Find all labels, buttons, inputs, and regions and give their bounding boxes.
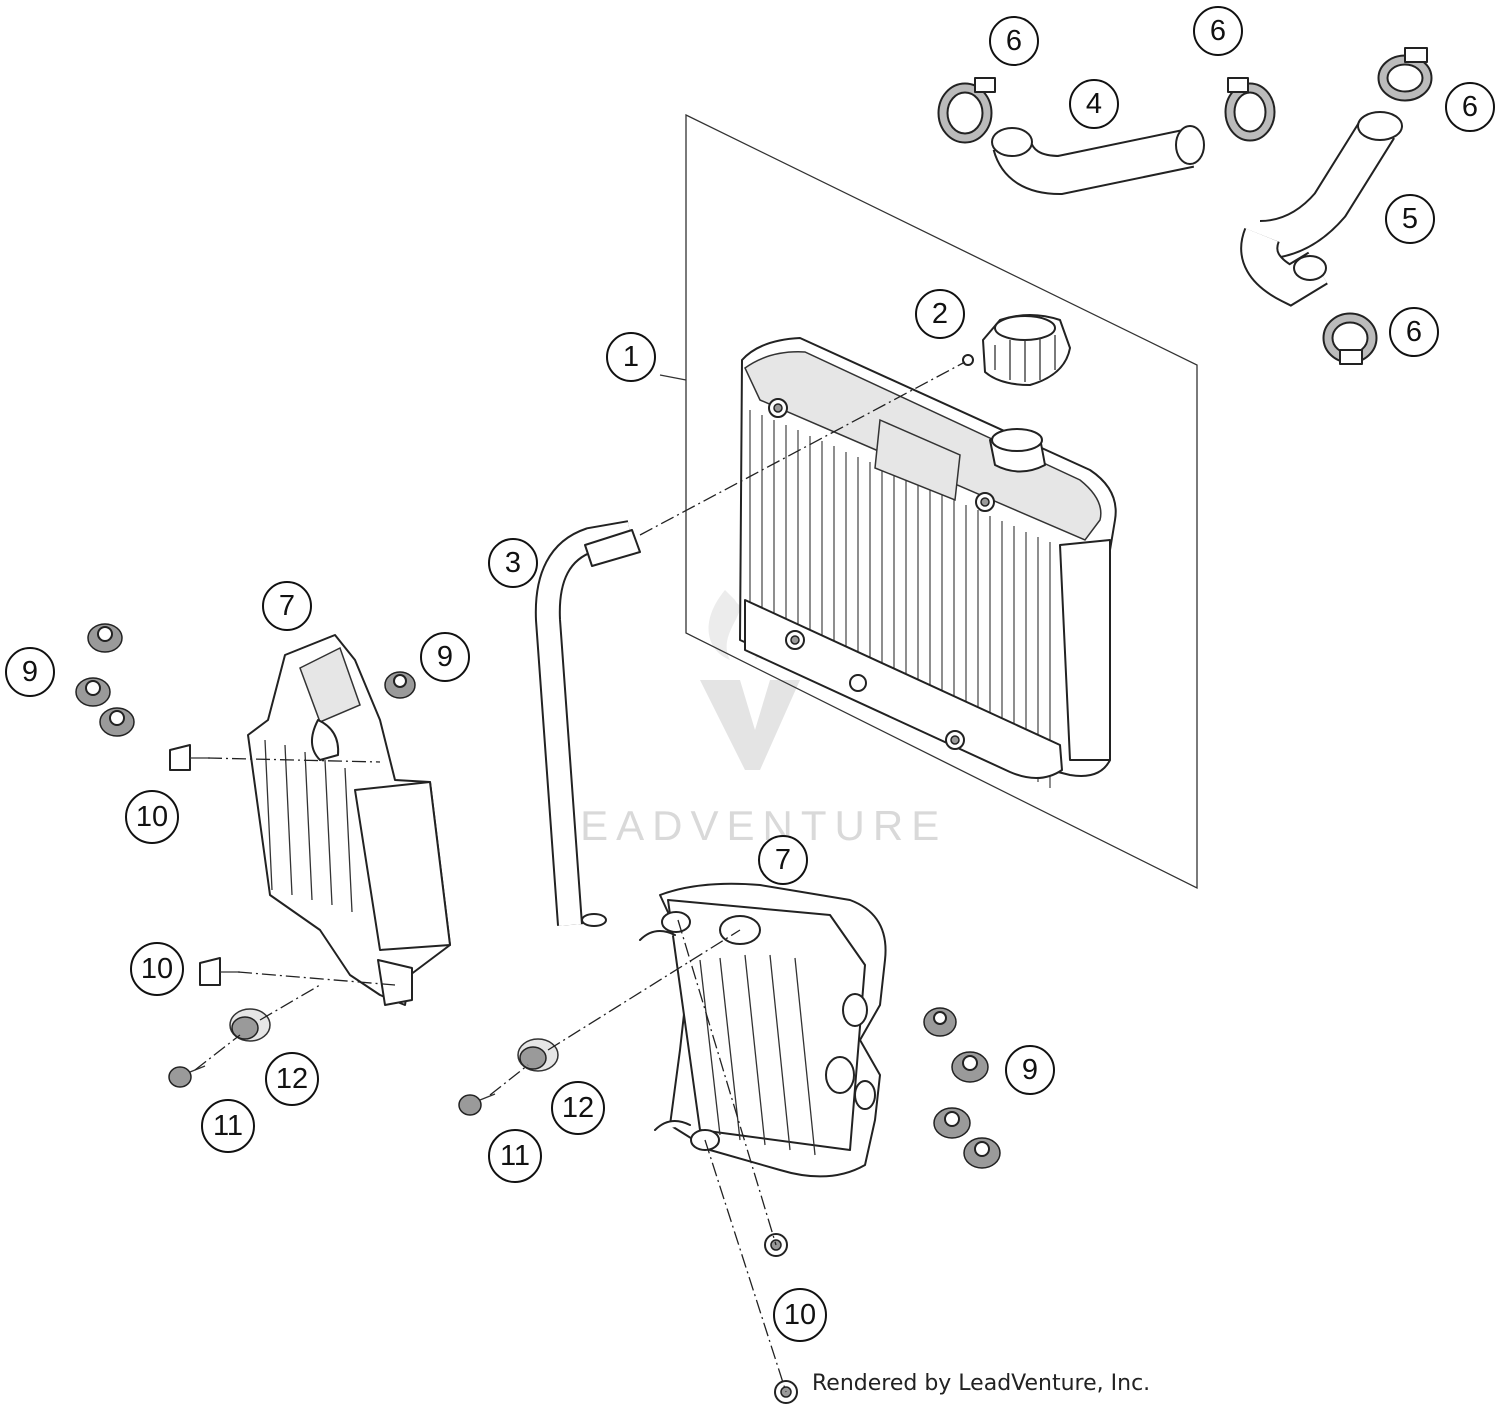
svg-text:11: 11: [500, 1140, 530, 1172]
hose-clamp: [1377, 47, 1433, 102]
radiator-guard-right: [639, 882, 887, 1178]
svg-text:10: 10: [784, 1299, 816, 1331]
callout-11: 11: [201, 1099, 255, 1153]
svg-text:12: 12: [562, 1092, 594, 1124]
callout-10: 10: [773, 1288, 827, 1342]
svg-text:9: 9: [437, 641, 453, 673]
overflow-hose: [534, 520, 641, 927]
hose-clamp: [1322, 312, 1378, 365]
screw: [169, 744, 210, 771]
hose-clamp: [937, 77, 996, 144]
radiator-guard-left: [247, 634, 451, 1006]
callout-10: 10: [125, 790, 179, 844]
coolant-hose-upper: [991, 125, 1205, 196]
svg-text:11: 11: [213, 1110, 243, 1142]
callout-10: 10: [130, 942, 184, 996]
grommet: [517, 1038, 559, 1072]
nut: [75, 677, 111, 707]
nut: [933, 1107, 971, 1139]
nut: [923, 1007, 957, 1037]
callout-9: 9: [1005, 1045, 1055, 1095]
callout-6: 6: [1389, 307, 1439, 357]
watermark: LEADVENTURE: [549, 590, 947, 849]
nut-group-right: [923, 1007, 1001, 1169]
grommet: [229, 1008, 271, 1042]
nut: [384, 671, 416, 699]
radiator-cap: [962, 314, 1071, 386]
callout-7: 7: [758, 835, 808, 885]
bolt: [458, 1093, 496, 1116]
svg-text:4: 4: [1086, 88, 1102, 120]
bolt: [168, 1065, 206, 1088]
callout-9: 9: [420, 632, 470, 682]
callout-5: 5: [1385, 194, 1435, 244]
radiator-kit-panel: [685, 113, 1198, 890]
callout-4: 4: [1069, 79, 1119, 129]
svg-text:12: 12: [276, 1063, 308, 1095]
svg-text:6: 6: [1462, 91, 1478, 123]
callout-6: 6: [1193, 6, 1243, 56]
screw: [199, 957, 240, 986]
svg-text:10: 10: [136, 801, 168, 833]
callout-12: 12: [265, 1052, 319, 1106]
radiator: [739, 337, 1117, 788]
svg-text:6: 6: [1210, 15, 1226, 47]
callout-1: 1: [606, 332, 656, 382]
svg-text:9: 9: [1022, 1054, 1038, 1086]
svg-text:9: 9: [22, 656, 38, 688]
callout-2: 2: [915, 289, 965, 339]
nut: [951, 1051, 989, 1083]
callout-12: 12: [551, 1081, 605, 1135]
callout-11: 11: [488, 1129, 542, 1183]
svg-text:5: 5: [1402, 203, 1418, 235]
svg-text:2: 2: [932, 298, 948, 330]
nut: [99, 707, 135, 737]
callout-3: 3: [488, 538, 538, 588]
svg-text:7: 7: [775, 844, 791, 876]
credit-text: Rendered by LeadVenture, Inc.: [812, 1371, 1150, 1396]
svg-text:3: 3: [505, 547, 521, 579]
svg-text:6: 6: [1006, 25, 1022, 57]
hose-clamp: [1224, 77, 1276, 142]
svg-text:7: 7: [279, 590, 295, 622]
nut-group-left: [75, 623, 135, 737]
nut: [963, 1137, 1001, 1169]
nut: [87, 623, 123, 653]
callout-6: 6: [989, 16, 1039, 66]
callout-6: 6: [1445, 82, 1495, 132]
leader-lines: [194, 361, 966, 1393]
svg-text:10: 10: [141, 953, 173, 985]
svg-text:1: 1: [623, 341, 639, 373]
callout-7: 7: [262, 581, 312, 631]
callout-9: 9: [5, 647, 55, 697]
coolant-hose-lower: [1240, 111, 1403, 307]
watermark-text: LEADVENTURE: [549, 802, 947, 849]
svg-text:6: 6: [1406, 316, 1422, 348]
